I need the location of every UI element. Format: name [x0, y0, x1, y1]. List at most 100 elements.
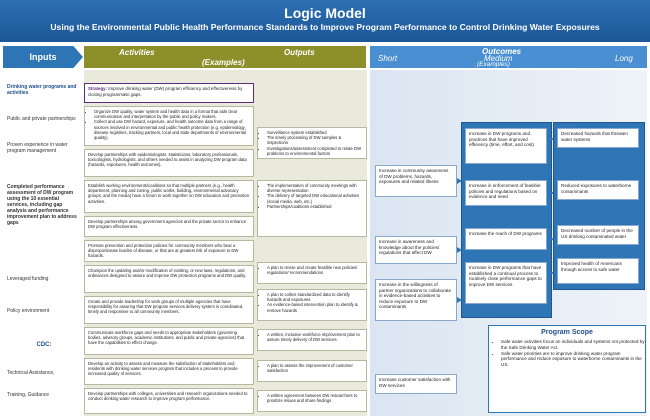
activity-text: Create and provide leadership for work g…: [88, 299, 244, 315]
medium-outcome-text: Increase in enforcement of feasible poli…: [469, 183, 541, 200]
output-text: A plan to collect standardized data to i…: [267, 292, 363, 302]
activity-text: Establish working environments/coalition…: [88, 183, 250, 204]
activity-box: Develop partnerships among government ag…: [84, 216, 254, 237]
activity-text: Communicate workforce gaps and needs to …: [88, 330, 245, 346]
long-outcome-text: Decreased number of people in the US dri…: [561, 228, 633, 239]
medium-outcome-box: Increase in DW programs and practices th…: [465, 128, 547, 164]
arrow-right-icon: [549, 136, 554, 142]
arrow-right-icon: [457, 297, 462, 303]
program-scope-box: Program Scope Safe water activities focu…: [488, 325, 646, 413]
activity-box: Develop partnerships with epidemiologist…: [84, 149, 254, 177]
activity-box: Champion the updating and/or modificatio…: [84, 265, 254, 293]
medium-outcome-box: Increase in enforcement of feasible poli…: [465, 180, 547, 206]
input-item: CDC:: [36, 342, 52, 348]
short-outcome-box: Increase in the willingness of partner o…: [375, 279, 457, 321]
arrow-right-icon: [549, 270, 554, 276]
long-label: Long: [615, 54, 633, 63]
output-text: Partnerships/coalitions established: [267, 204, 363, 209]
diagram-title: Logic Model: [284, 5, 366, 21]
medium-outcome-box: Increase the reach of DW programs: [465, 228, 547, 250]
activities-examples-label: (Examples): [202, 58, 245, 67]
outputs-label: Outputs: [284, 48, 315, 57]
program-scope-item: Safe water priorities are to improve dri…: [501, 351, 645, 368]
strategy-label: Strategy:: [88, 86, 108, 91]
program-scope-title: Program Scope: [541, 329, 593, 336]
activity-text: Organize DW quality, water system and he…: [94, 109, 250, 119]
short-outcome-text: Increase customer satisfaction with DW s…: [379, 377, 451, 388]
activities-label: Activities: [119, 48, 155, 57]
long-outcome-box: Decreased hazards that threaten water sy…: [557, 128, 639, 148]
activity-box: Establish working environments/coalition…: [84, 180, 254, 213]
medium-outcome-text: Increase the reach of DW programs: [469, 231, 542, 236]
output-text: A plan to revise and create feasible new…: [267, 265, 363, 275]
output-text: A plan to assess the improvement of cust…: [267, 363, 363, 373]
title-banner: Logic Model Using the Environmental Publ…: [0, 0, 650, 42]
input-item: Training, Guidance: [7, 392, 50, 398]
activity-box: Develop partnerships with colleges, univ…: [84, 388, 254, 414]
inputs-header: Inputs: [3, 46, 83, 68]
short-outcome-box: Increase in awareness and knowledge abou…: [375, 236, 457, 264]
short-outcome-box: Increase customer satisfaction with DW s…: [375, 374, 457, 394]
output-box: A plan to assess the improvement of cust…: [257, 360, 367, 382]
program-scope-item: Safe water activities focus on individua…: [501, 339, 645, 351]
medium-label: Medium: [484, 54, 513, 63]
arrow-right-icon: [457, 178, 462, 184]
input-item: Leveraged funding: [7, 276, 49, 282]
arrow-right-icon: [549, 190, 554, 196]
output-text: Surveillance system established: [267, 130, 363, 135]
activity-box: Develop an activity to assess and measur…: [84, 358, 254, 385]
activity-box: Promote prevention and protection polici…: [84, 240, 254, 262]
strategy-text: Improve drinking water (DW) program effi…: [88, 86, 243, 97]
input-item: Drinking water programs and activities: [7, 84, 77, 96]
activity-text: Promote prevention and protection polici…: [88, 243, 239, 259]
short-outcome-text: Increase in awareness and knowledge abou…: [379, 239, 440, 256]
medium-outcome-text: Increase in DW programs and practices th…: [469, 131, 534, 148]
outcomes-examples-label: (Examples): [477, 61, 510, 68]
long-outcome-box: Improved health of Americans through acc…: [557, 258, 639, 284]
input-item: Policy environment: [7, 308, 50, 314]
arrow-right-icon: [549, 236, 554, 242]
output-text: An evidence-based intervention plan to i…: [267, 302, 363, 312]
activity-text: Develop an activity to assess and measur…: [88, 361, 238, 377]
long-outcome-text: Improved health of Americans through acc…: [561, 261, 622, 272]
medium-outcome-text: Increase in DW programs that have establ…: [469, 265, 542, 287]
long-outcome-box: Reduced exposures to waterborne contamin…: [557, 180, 639, 200]
inputs-column: Drinking water programs and activities P…: [3, 70, 83, 416]
short-outcome-text: Increase in the willingness of partner o…: [379, 282, 452, 310]
input-item: Completed performance assessment of DW p…: [7, 184, 77, 226]
activity-box: Organize DW quality, water system and he…: [84, 106, 254, 146]
activity-text: Develop partnerships with epidemiologist…: [88, 152, 247, 168]
activities-outputs-header: Activities Outputs (Examples): [84, 46, 366, 68]
outcomes-header: Short Outcomes Medium (Examples) Long: [370, 46, 647, 68]
medium-outcome-box: Increase in DW programs that have establ…: [465, 262, 547, 304]
long-outcome-text: Decreased hazards that threaten water sy…: [561, 131, 628, 142]
activity-text: Develop partnerships among government ag…: [88, 219, 247, 230]
output-box: A plan to revise and create feasible new…: [257, 262, 367, 284]
short-label: Short: [378, 54, 398, 63]
input-item: Technical Assistance,: [7, 370, 55, 376]
output-text: Investigations/assessment completed to r…: [267, 146, 363, 156]
output-text: The implementation of community meetings…: [267, 183, 363, 193]
activity-box: Communicate workforce gaps and needs to …: [84, 327, 254, 355]
strategy-box: Strategy: Improve drinking water (DW) pr…: [84, 83, 254, 103]
output-box: Surveillance system established The time…: [257, 127, 367, 159]
input-item: Proven experience in water program manag…: [7, 142, 68, 154]
arrow-right-icon: [457, 247, 462, 253]
diagram-subtitle: Using the Environmental Public Health Pe…: [50, 22, 600, 32]
activity-text: Collect and use DW hazard, exposure, and…: [94, 119, 250, 140]
long-outcome-text: Reduced exposures to waterborne contamin…: [561, 183, 632, 194]
output-text: A written, inclusive workforce improveme…: [267, 332, 363, 342]
output-box: A written, inclusive workforce improveme…: [257, 329, 367, 351]
short-outcome-text: Increase in community awareness of DW pr…: [379, 168, 449, 185]
output-text: The timely processing of DW samples & in…: [267, 135, 363, 145]
output-box: A written agreement between DW researche…: [257, 390, 367, 412]
output-box: The implementation of community meetings…: [257, 180, 367, 237]
outcomes-label: Outcomes: [482, 47, 522, 56]
activity-box: Create and provide leadership for work g…: [84, 296, 254, 324]
output-text: The delivery of targeted DW educational …: [267, 193, 363, 203]
long-outcome-box: Decreased number of people in the US dri…: [557, 225, 639, 245]
activity-text: Develop partnerships with colleges, univ…: [88, 391, 248, 402]
input-item: Public and private partnerships: [7, 116, 76, 122]
output-box: A plan to collect standardized data to i…: [257, 289, 367, 321]
short-outcome-box: Increase in community awareness of DW pr…: [375, 165, 457, 197]
